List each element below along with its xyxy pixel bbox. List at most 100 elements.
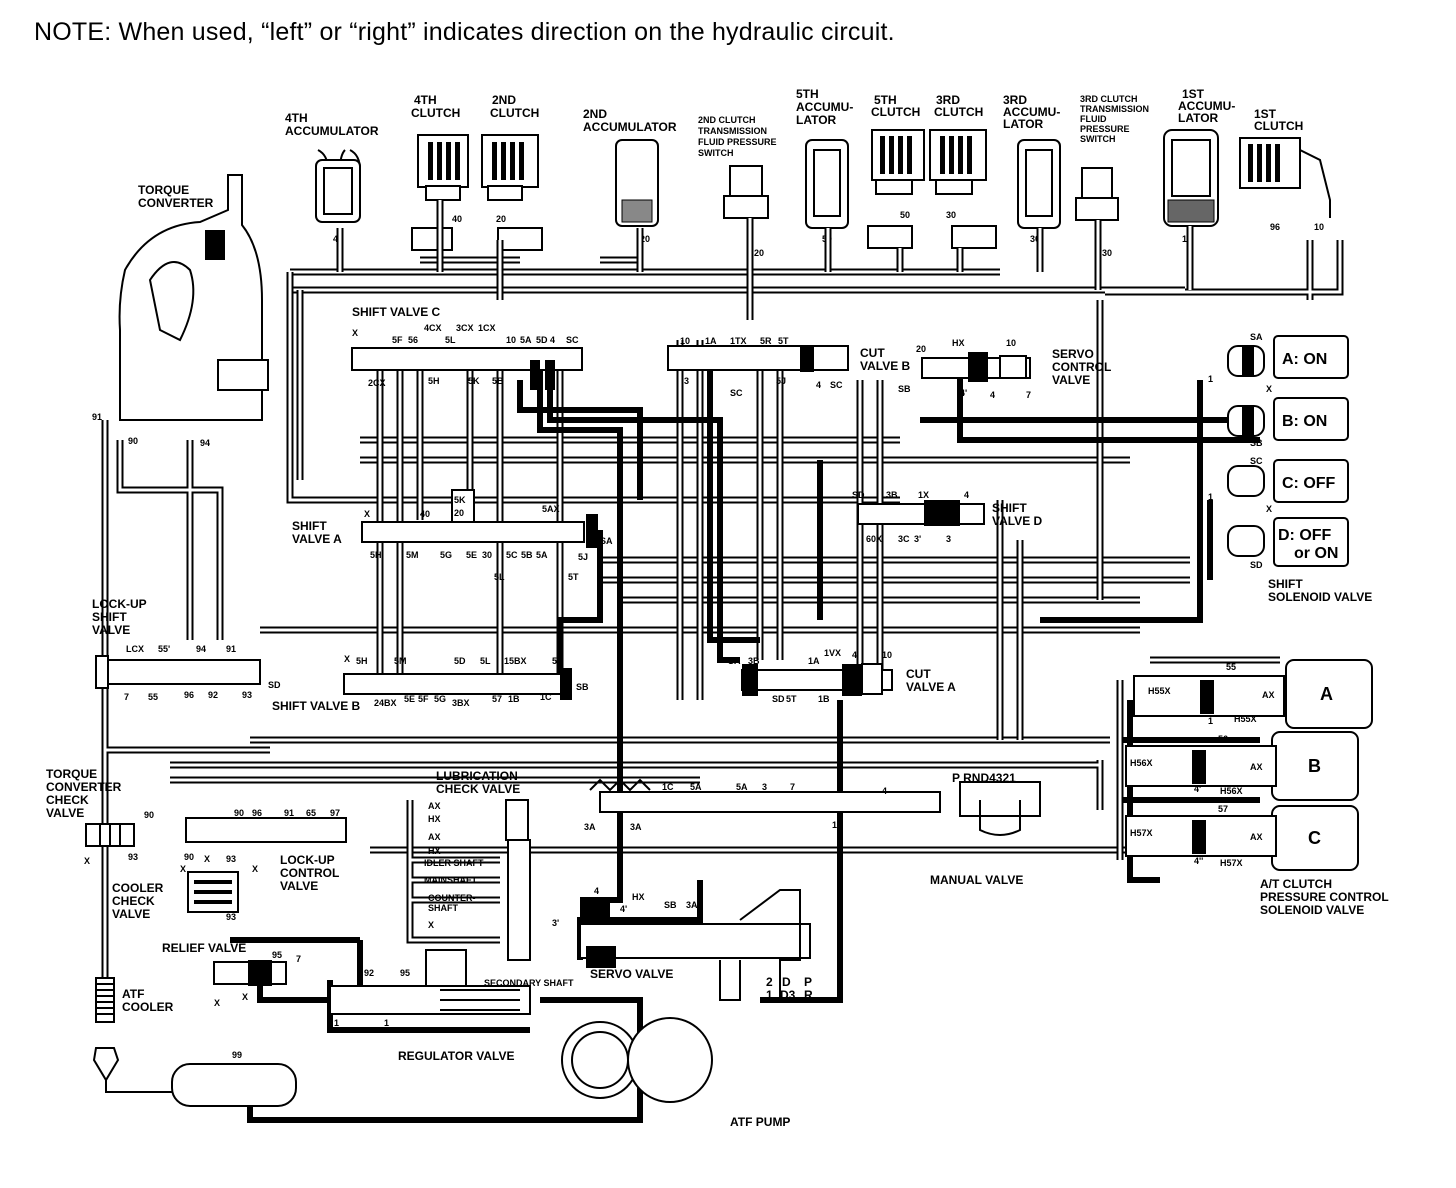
lockup-control-port: X: [252, 864, 258, 874]
cut-b-port: 5J: [776, 376, 786, 386]
solenoid-c-state: C: OFF: [1282, 475, 1336, 492]
shift-a-port: 5A: [536, 550, 548, 560]
tc-check-label-1: TORQUE: [46, 767, 97, 781]
manual-port: 5A: [736, 782, 748, 792]
acc2-label-2: ACCUMULATOR: [583, 120, 677, 134]
servo-control-valve: SERVO CONTROL VALVE 20 HX 10 SB 4' 4 7: [898, 338, 1111, 400]
acc1-label-2: ACCUMU-: [1178, 99, 1235, 113]
cl3-port: 30: [946, 210, 956, 220]
shift-a-port: 5H: [370, 550, 382, 560]
lockup-control-port: 90: [234, 808, 244, 818]
acc4-label-2: ACCUMULATOR: [285, 124, 379, 138]
lockup-control-port: 97: [330, 808, 340, 818]
shift-b-port: 1C: [540, 692, 552, 702]
shift-d-port: 1X: [918, 490, 929, 500]
shift-solenoid-label-2: SOLENOID VALVE: [1268, 590, 1372, 604]
shift-c-port: 1CX: [478, 323, 496, 333]
lube-item: COUNTER-: [428, 893, 476, 903]
shift-c-port: 4CX: [424, 323, 442, 333]
cut-valve-b: CUT VALVE B 10 1A 1TX 5R 5T 3 SC 5J 4 SC: [667, 336, 911, 398]
pcs-a-out: 55: [1226, 662, 1236, 672]
manual-port: 3A: [630, 822, 642, 832]
cl3-component: 3RD CLUTCH 30: [929, 93, 997, 249]
lockup-shift-port: 94: [196, 644, 206, 654]
manual-label: MANUAL VALVE: [930, 873, 1023, 887]
shift-c-label: SHIFT VALVE C: [352, 305, 441, 319]
manual-port: 3: [762, 782, 767, 792]
psw2-component: 2ND CLUTCH TRANSMISSION FLUID PRESSURE S…: [698, 115, 777, 258]
shift-c-port: 5H: [428, 376, 440, 386]
torque-converter: TORQUE CONVERTER 91 90 94: [92, 174, 269, 448]
shift-c-port: SC: [566, 335, 579, 345]
cl1-port: 10: [1314, 222, 1324, 232]
shift-a-label-1: SHIFT: [292, 519, 327, 533]
shift-a-port: 5C: [506, 550, 518, 560]
shift-a-port: 30: [482, 550, 492, 560]
lockup-shift-port: 7: [124, 692, 129, 702]
shift-b-port: 5H: [356, 656, 368, 666]
atf-cooler-label-2: COOLER: [122, 1000, 174, 1014]
shift-b-port: 5B: [552, 656, 564, 666]
shift-d-label-2: VALVE D: [992, 514, 1043, 528]
servo-port: 3A: [686, 900, 698, 910]
pcs-c-in: H57X: [1130, 828, 1153, 838]
pcs-extra: H57X: [1220, 858, 1243, 868]
shift-a-port: 5AX: [542, 504, 560, 514]
manual-port: 4: [882, 786, 887, 796]
shift-b-port: X: [344, 654, 350, 664]
servo-control-label-3: VALVE: [1052, 373, 1090, 387]
lube-check-valve: LUBRICATION CHECK VALVE AX HX AX HX IDLE…: [424, 769, 531, 961]
acc2-component: 2ND ACCUMULATOR 20: [583, 107, 677, 244]
tc-port-90: 90: [128, 436, 138, 446]
lockup-control-label-1: LOCK-UP: [280, 853, 335, 867]
cut-a-label-2: VALVE A: [906, 680, 956, 694]
solenoid-b-state: B: ON: [1282, 413, 1327, 430]
shift-d-port: 60X: [866, 534, 882, 544]
psw3-label-2: TRANSMISSION: [1080, 104, 1149, 114]
shift-a-port: 5L: [494, 572, 505, 582]
servo-port: SB: [664, 900, 677, 910]
psw2-label-3: FLUID PRESSURE: [698, 137, 777, 147]
lube-label-1: LUBRICATION: [436, 769, 518, 783]
pcs-b-out: 56: [1218, 734, 1228, 744]
cut-b-port: 10: [680, 336, 690, 346]
pcs-c-line: 4'': [1194, 856, 1203, 866]
shift-a-port: X: [364, 509, 370, 519]
acc3-label-3: LATOR: [1003, 117, 1044, 131]
relief-label: RELIEF VALVE: [162, 941, 246, 955]
shift-b-port: SB: [576, 682, 589, 692]
tc-label-2: CONVERTER: [138, 196, 214, 210]
acc1-label-3: LATOR: [1178, 111, 1219, 125]
shift-d-port: 3: [946, 534, 951, 544]
cooler-check-valve: COOLER CHECK VALVE 93 X: [112, 864, 236, 922]
lube-item: IDLER SHAFT: [424, 858, 484, 868]
cl2-label-2: CLUTCH: [490, 106, 539, 120]
shift-a-port: 5T: [568, 572, 579, 582]
cl2-port: 20: [496, 214, 506, 224]
atf-cooler-label-1: ATF: [122, 987, 144, 1001]
cut-b-port: 5R: [760, 336, 772, 346]
shift-c-port: 3CX: [456, 323, 474, 333]
cl4-label-1: 4TH: [414, 93, 437, 107]
cut-a-port: 1B: [818, 694, 830, 704]
shift-valve-b: SHIFT VALVE B X 5H 5M 5D 5L 15BX 5B 24BX…: [272, 654, 589, 713]
tc-check-label-3: CHECK: [46, 793, 89, 807]
shift-b-port: 24BX: [374, 698, 397, 708]
cut-b-label-2: VALVE B: [860, 359, 911, 373]
note-text: NOTE: When used, “left” or “right” indic…: [34, 18, 895, 46]
psw3-label-4: PRESSURE: [1080, 124, 1130, 134]
shift-c-port: 5L: [445, 335, 456, 345]
acc2-port: 20: [640, 234, 650, 244]
relief-port: X: [214, 998, 220, 1008]
cl3-label-2: CLUTCH: [934, 105, 983, 119]
acc3-label-2: ACCUMU-: [1003, 105, 1060, 119]
tc-check-label-4: VALVE: [46, 806, 84, 820]
servo-port: 3': [552, 918, 559, 928]
lockup-shift-port: 93: [242, 690, 252, 700]
lockup-shift-port: 92: [208, 690, 218, 700]
tc-port-94: 94: [200, 438, 210, 448]
acc4-label-1: 4TH: [285, 111, 308, 125]
lockup-shift-port: 55: [148, 692, 158, 702]
psw3-port: 30: [1102, 248, 1112, 258]
psw2-port: 20: [754, 248, 764, 258]
